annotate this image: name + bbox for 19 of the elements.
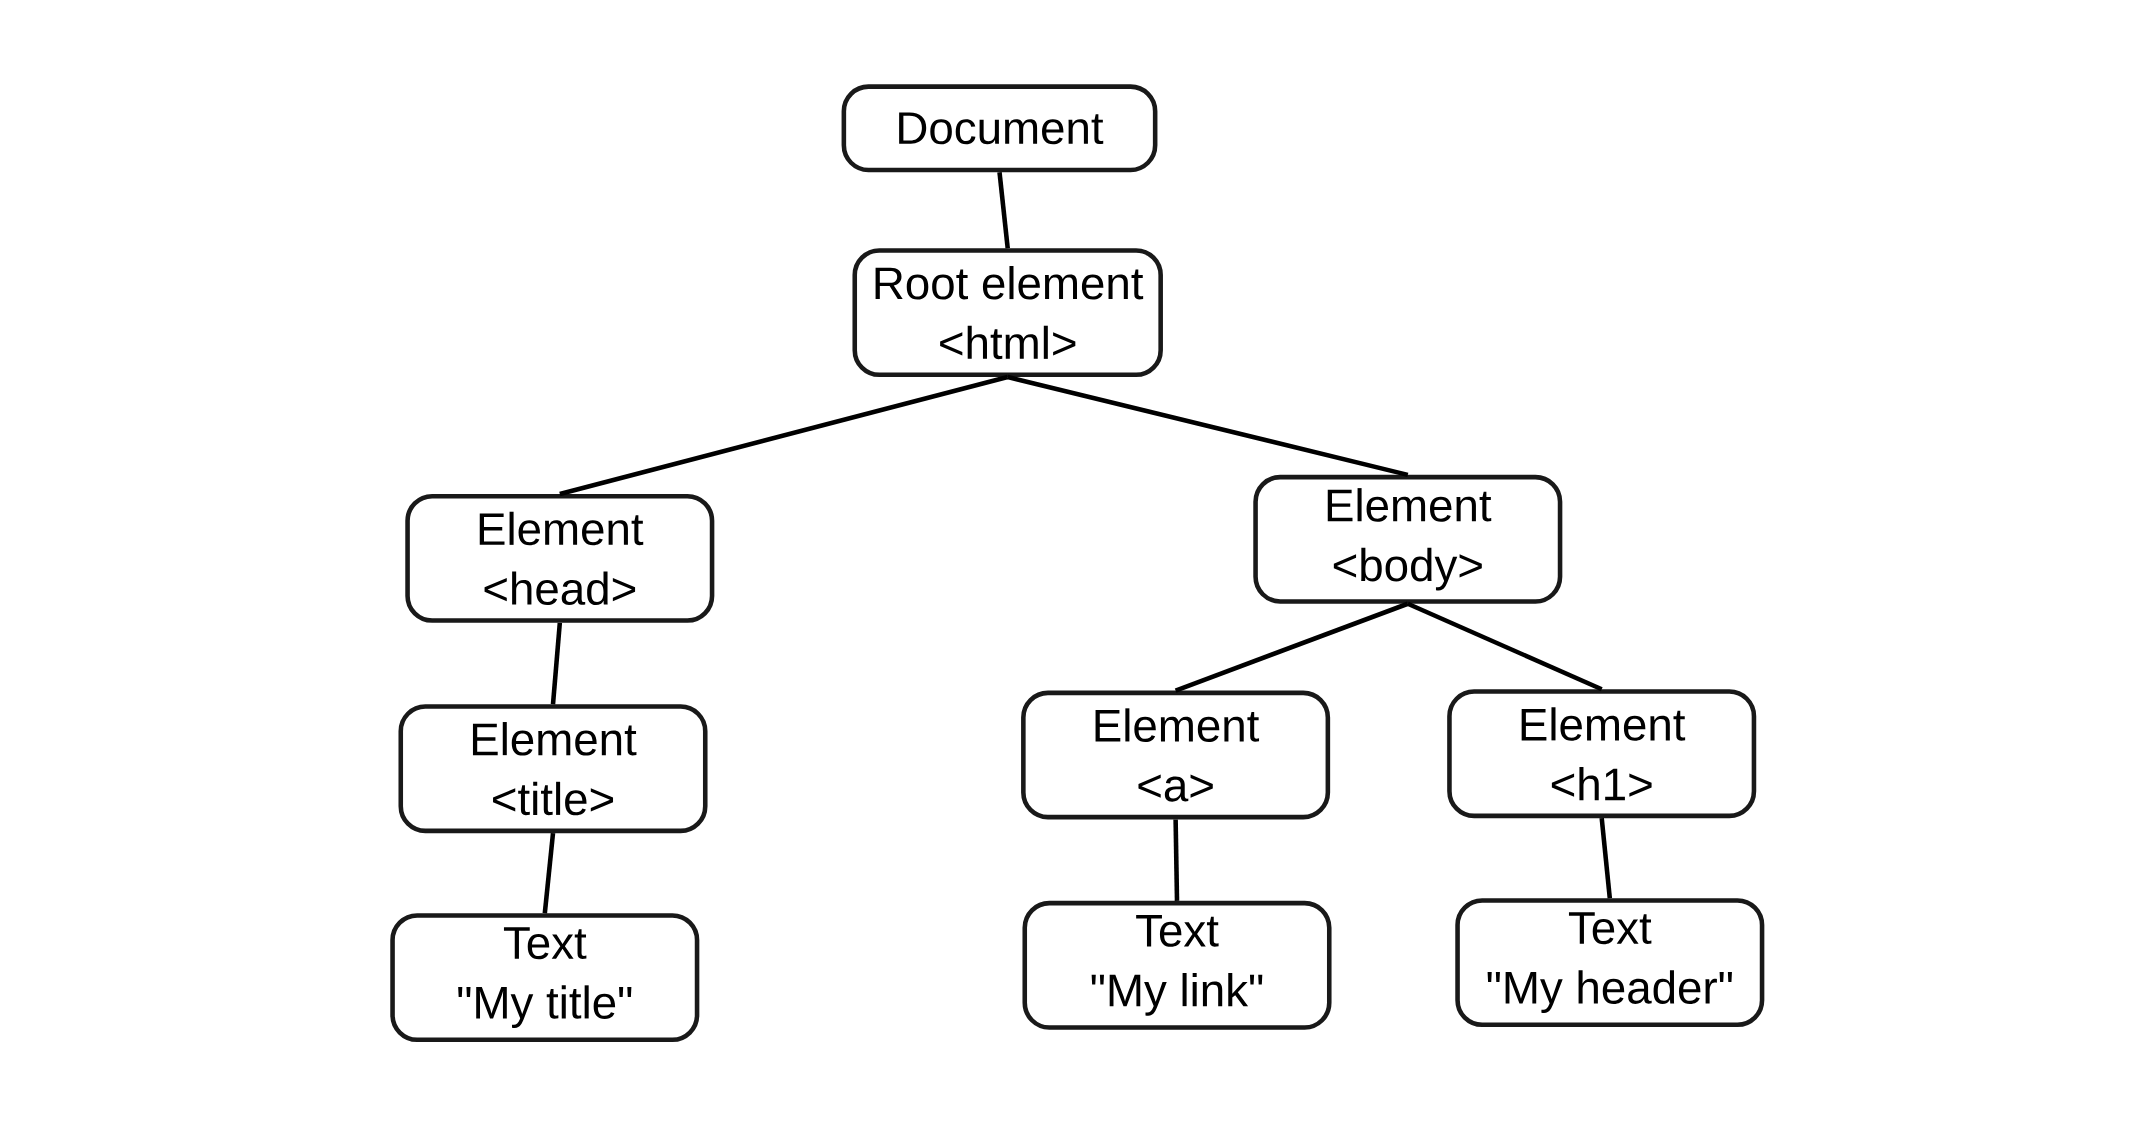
connector-line bbox=[997, 172, 1010, 249]
connector-line bbox=[1174, 601, 1409, 693]
connector-line bbox=[1173, 819, 1180, 901]
element-box: Element <head> bbox=[405, 493, 715, 623]
element-box: Text "My title" bbox=[390, 913, 700, 1043]
connector-line bbox=[1599, 817, 1613, 899]
element-box: Root element <html> bbox=[852, 248, 1163, 378]
element-box: Element <h1> bbox=[1447, 689, 1757, 819]
connector-line bbox=[550, 622, 563, 705]
connector-line bbox=[1406, 601, 1603, 692]
element-box: Text "My header" bbox=[1455, 898, 1765, 1028]
connector-line bbox=[542, 832, 556, 914]
element-box: Text "My link" bbox=[1022, 900, 1332, 1030]
element-box: Document bbox=[841, 84, 1158, 173]
connector-line bbox=[1007, 374, 1409, 478]
element-box: Element <body> bbox=[1253, 474, 1563, 604]
element-box: Element <title> bbox=[398, 704, 708, 834]
connector-line bbox=[559, 374, 1009, 497]
element-box: Element <a> bbox=[1021, 690, 1331, 820]
